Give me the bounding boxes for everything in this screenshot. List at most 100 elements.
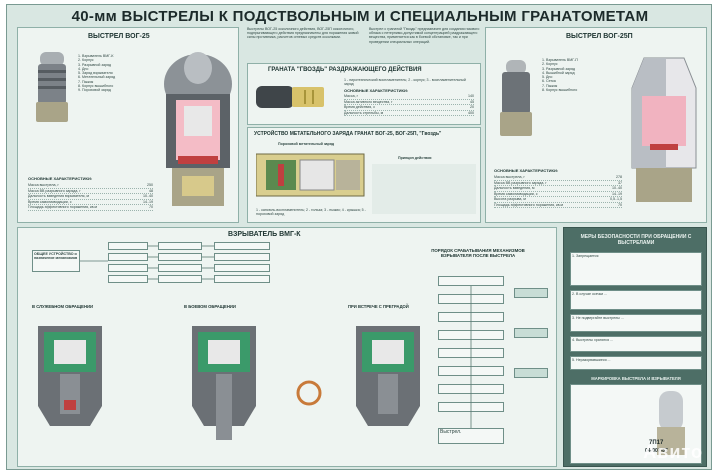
spec-value: 400 (468, 110, 474, 115)
safety-item: 2. В случае осечки ... (570, 290, 702, 310)
flow-box (214, 242, 270, 250)
vog25-shell-image (36, 52, 68, 122)
vog25-part: 5. Заряд взрывателя (78, 71, 113, 76)
vog25-part: 3. Разрывной заряд (78, 62, 112, 67)
spec-label: Масса выстрела, г (28, 183, 59, 187)
gvozd-spec-row: Масса, г 140 (344, 94, 474, 100)
spec-label: Дальность взведения, м (494, 186, 535, 190)
vog25p-part: 3. Разрывной заряд (542, 66, 576, 71)
spec-label: Масса выстрела, г (494, 175, 525, 179)
marking-heading: МАРКИРОВКА ВЫСТРЕЛА И ВЗРЫВАТЕЛЯ (591, 376, 681, 381)
safety-item: 5. Неразорвавшиеся ... (570, 356, 702, 370)
flow-box (158, 242, 202, 250)
flow-box (158, 264, 202, 272)
vog25p-part: 5. Дно (542, 75, 553, 80)
vog25-cutaway-image (164, 52, 232, 206)
device-heading: УСТРОЙСТВО МЕТАТЕЛЬНОГО ЗАРЯДА ГРАНАТ ВО… (254, 131, 442, 137)
state-impact-label: ПРИ ВСТРЕЧЕ С ПРЕГРАДОЙ (348, 304, 409, 309)
order-final-box: Выстрел. (438, 428, 504, 444)
vog25-part: 1. Взрыватель ВМГ-К (78, 54, 114, 58)
flow-box (214, 253, 270, 261)
safety-heading: МЕРЫ БЕЗОПАСНОСТИ ПРИ ОБРАЩЕНИИ С ВЫСТРЕ… (580, 234, 692, 246)
propellant-charge-image (256, 153, 365, 197)
flow-box (158, 275, 202, 283)
vog25p-spec-row: Площадь эффективного поражения, кв.м 70 (494, 202, 622, 208)
gvozd-spec-row: Дальность стрельбы, м 400 (344, 110, 474, 116)
intro-right-text: Выстрел с гранатой "Гвоздь" предназначен… (369, 27, 480, 44)
fuze-impact-cutaway (356, 326, 420, 426)
spec-label: Высота разрыва, м (494, 197, 526, 201)
vog25p-spec-row: Масса ВВ разрывного заряда, г 37 (494, 180, 622, 186)
spec-label: Дальность взведения взрывателя, м (28, 194, 89, 198)
vog25p-specs-heading: ОСНОВНЫЕ ХАРАКТЕРИСТИКИ: (494, 168, 559, 173)
spec-label: Масса ВВ разрывного заряда, г (494, 180, 547, 185)
state-service-label: В СЛУЖЕБНОМ ОБРАЩЕНИИ (32, 304, 93, 309)
vog25-part: 6. Метательный заряд (78, 75, 116, 80)
vog25p-part: 7. Пыжик (542, 83, 558, 88)
spec-label: Время действия, с (344, 105, 376, 109)
spec-value: 48 (149, 188, 153, 193)
marking-code-2: 04-007-87 (645, 448, 668, 454)
flow-box (158, 253, 202, 261)
spec-value: 70 (618, 202, 622, 207)
poster-title: 40-мм ВЫСТРЕЛЫ К ПОДСТВОЛЬНЫМ И СПЕЦИАЛЬ… (71, 8, 649, 25)
spec-value: 10..40 (143, 194, 153, 198)
flow-box (214, 264, 270, 272)
spec-label: Площадь эффективного поражения, кв.м (494, 202, 564, 207)
flow-box (108, 275, 148, 283)
spec-value: 14..19 (612, 191, 622, 196)
fuze-general-box: ОБЩЕЕ УСТРОЙСТВО и назначение механизмов (32, 250, 80, 272)
flow-box (214, 275, 270, 283)
safety-item: 4. Выстрелы хранятся ... (570, 336, 702, 352)
fuze-order-heading: ПОРЯДОК СРАБАТЫВАНИЯ МЕХАНИЗМОВ ВЗРЫВАТЕ… (431, 248, 525, 258)
spec-value: 70 (149, 205, 153, 209)
vog25p-cutaway-image (631, 57, 697, 202)
spec-label: Площадь эффективного поражения, кв.м (28, 205, 98, 209)
spec-label: Время самоликвидации, с (28, 199, 72, 204)
marking-code-1: 7П17 (649, 440, 664, 446)
spec-value: 0,5..1,5 (610, 197, 622, 201)
device-sub-right: Принцип действия (398, 156, 432, 160)
poster: 40-мм ВЫСТРЕЛЫ К ПОДСТВОЛЬНЫМ И СПЕЦИАЛЬ… (6, 4, 712, 470)
vog25-part: 4. Дно (78, 66, 89, 71)
spec-label: Дальность стрельбы, м (344, 110, 384, 115)
fuze-combat-cutaway (192, 326, 256, 440)
vog25p-spec-row: Высота разрыва, м 0,5..1,5 (494, 197, 622, 203)
vog25p-shell-image (500, 60, 532, 136)
vog25-spec-row: Дальность взведения взрывателя, м 10..40 (28, 194, 153, 200)
gvozd-legend: 1 - пиротехнический воспламенитель; 2 - … (344, 78, 466, 87)
fuze-panel: ВЗРЫВАТЕЛЬ ВМГ-К ОБЩЕЕ УСТРОЙСТВО и назн… (17, 227, 557, 467)
device-legend: 1 - капсюль-воспламенитель; 2 - гильза; … (256, 208, 366, 217)
vog25-spec-row: Площадь эффективного поражения, кв.м 70 (28, 205, 153, 211)
device-panel: УСТРОЙСТВО МЕТАТЕЛЬНОГО ЗАРЯДА ГРАНАТ ВО… (247, 127, 481, 223)
vog25-specs-heading: ОСНОВНЫЕ ХАРАКТЕРИСТИКИ: (28, 176, 93, 181)
vog25-part: 8. Корпус вышибного (78, 84, 114, 89)
vog25p-panel: ВЫСТРЕЛ ВОГ-25П 1. Взрыватель ВМГ-П 2. К… (485, 27, 707, 223)
vog25p-heading: ВЫСТРЕЛ ВОГ-25П (566, 33, 633, 40)
spec-value: 278 (616, 175, 622, 179)
spec-value: 140 (468, 94, 474, 98)
spec-label: Масса, г (344, 94, 358, 98)
gvozd-heading: ГРАНАТА "ГВОЗДЬ" РАЗДРАЖАЮЩЕГО ДЕЙСТВИЯ (268, 67, 422, 73)
safety-item: 3. Не подвергайте выстрелы ... (570, 314, 702, 332)
vog25p-spec-row: Масса выстрела, г 278 (494, 175, 622, 181)
spec-label: Масса активного вещества, г (344, 99, 393, 104)
vog25-part: 2. Корпус (78, 58, 94, 63)
order-side-box (514, 288, 548, 298)
watermark: Авито (643, 442, 703, 462)
flow-connectors (80, 245, 214, 280)
vog25p-part: 1. Взрыватель ВМГ-П (542, 58, 578, 62)
gvozd-panel: ГРАНАТА "ГВОЗДЬ" РАЗДРАЖАЮЩЕГО ДЕЙСТВИЯ … (247, 63, 481, 125)
device-description (372, 164, 476, 214)
vog25-heading: ВЫСТРЕЛ ВОГ-25 (88, 33, 150, 40)
order-box (438, 276, 504, 286)
spec-value: 37 (618, 180, 622, 185)
gvozd-specs-heading: ОСНОВНЫЕ ХАРАКТЕРИСТИКИ: (344, 88, 409, 93)
vog25-parts-list: 1. Взрыватель ВМГ-К 2. Корпус 3. Разрывн… (78, 54, 148, 93)
